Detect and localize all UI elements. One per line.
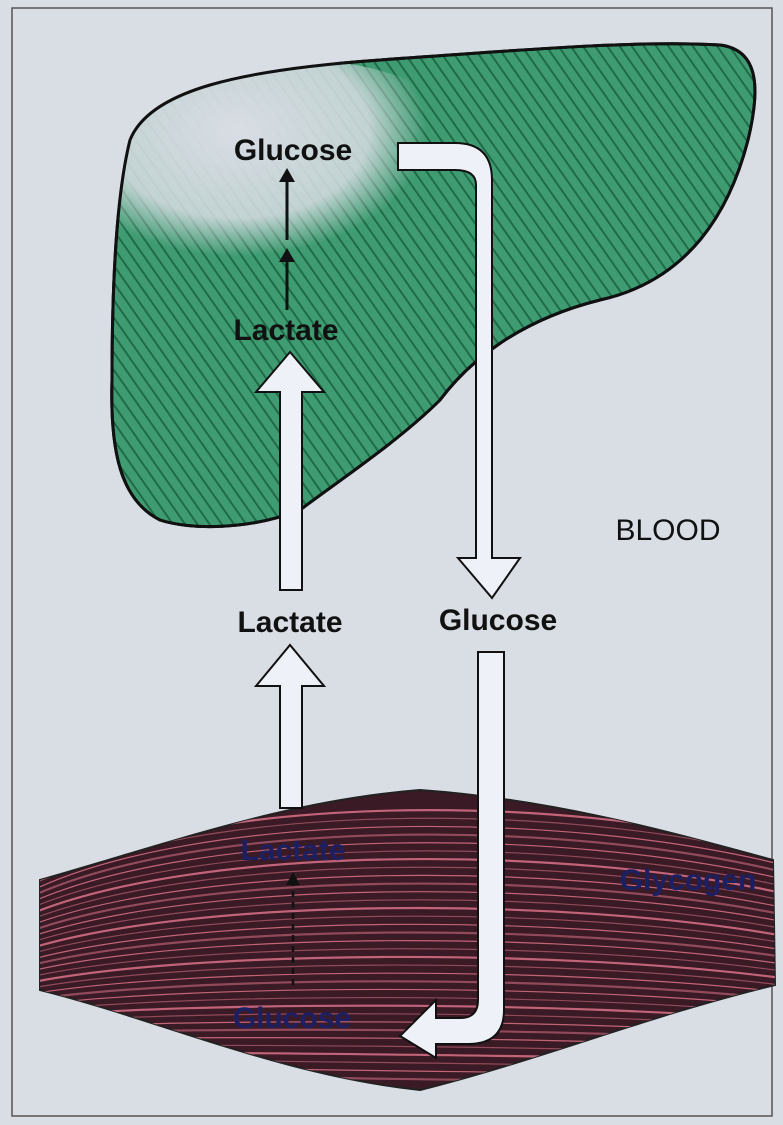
blood-lactate-label: Lactate bbox=[237, 606, 342, 639]
muscle-glycogen-label: Glycogen bbox=[620, 864, 757, 897]
liver-highlight bbox=[90, 60, 510, 340]
liver-lactate-label: Lactate bbox=[233, 314, 338, 347]
blood-glucose-label: Glucose bbox=[439, 604, 557, 637]
muscle-lactate-label: Lactate bbox=[240, 834, 345, 867]
muscle-glucose-label: Glucose bbox=[233, 1002, 351, 1035]
liver bbox=[90, 44, 755, 527]
liver-glucose-label: Glucose bbox=[234, 134, 352, 167]
blood-label: BLOOD bbox=[615, 514, 720, 547]
muscle bbox=[30, 790, 780, 1090]
